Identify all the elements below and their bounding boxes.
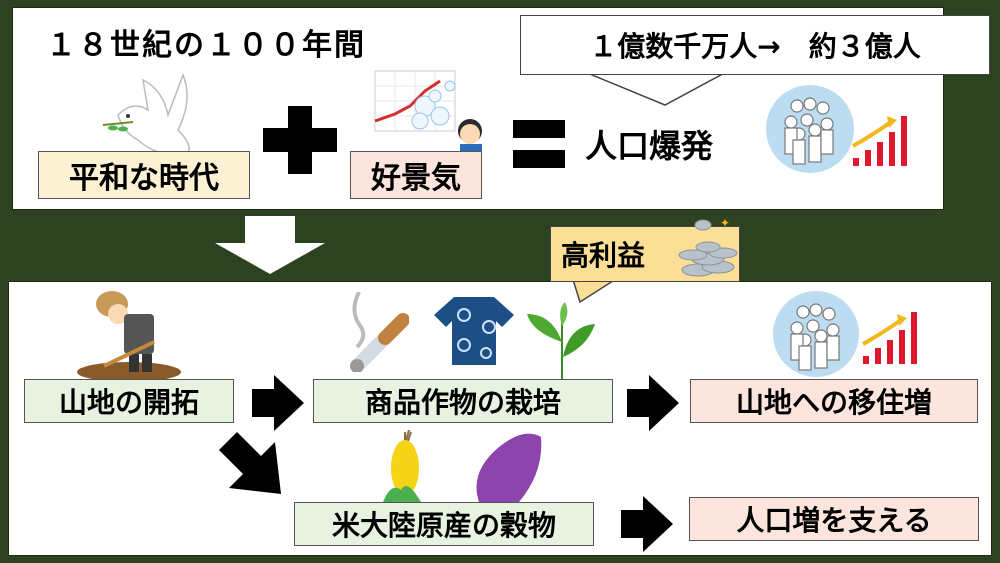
growth-bars-icon — [862, 312, 917, 364]
profit-label: 高利益 — [561, 239, 646, 272]
population-boom-label: 人口爆発 — [585, 127, 714, 165]
population-callout: １億数千万人→ 約３億人 — [520, 15, 990, 75]
tea-leaf-icon — [527, 302, 595, 380]
right-arrow-icon — [627, 375, 679, 431]
right-arrow-icon — [252, 375, 304, 431]
farmer-digging-icon — [77, 291, 181, 379]
peace-label: 平和な時代 — [38, 151, 250, 199]
step-american-grains: 米大陸原産の穀物 — [294, 502, 594, 546]
diagonal-arrow-icon — [219, 432, 281, 494]
tobacco-icon — [350, 292, 409, 372]
crowd-icon — [766, 85, 854, 173]
economy-label: 好景気 — [350, 151, 482, 199]
step-support-population: 人口増を支える — [689, 497, 979, 541]
step-mountain-development: 山地の開拓 — [24, 379, 234, 423]
bottom-panel: 山地の開拓 商品作物の栽培 山地への移住増 — [8, 281, 992, 556]
plus-icon — [263, 106, 337, 174]
dove-icon — [102, 72, 190, 157]
step-cash-crops: 商品作物の栽培 — [313, 379, 613, 423]
coins-icon: ✦ — [678, 216, 738, 277]
equals-icon — [513, 120, 565, 168]
right-arrow-icon — [621, 496, 673, 552]
indigo-shirt-icon — [434, 297, 514, 365]
svg-text:✦: ✦ — [720, 216, 730, 230]
step-migration-increase: 山地への移住増 — [690, 379, 978, 423]
bubble-chart-icon — [374, 70, 482, 151]
down-arrow-icon — [215, 216, 325, 274]
sweet-potato-icon — [476, 433, 542, 502]
corn-icon — [383, 430, 421, 502]
period-title: １８世紀の１００年間 — [46, 28, 366, 63]
crowd-icon — [773, 291, 859, 377]
growth-bars-icon — [852, 116, 907, 166]
callout-tail — [580, 70, 730, 106]
